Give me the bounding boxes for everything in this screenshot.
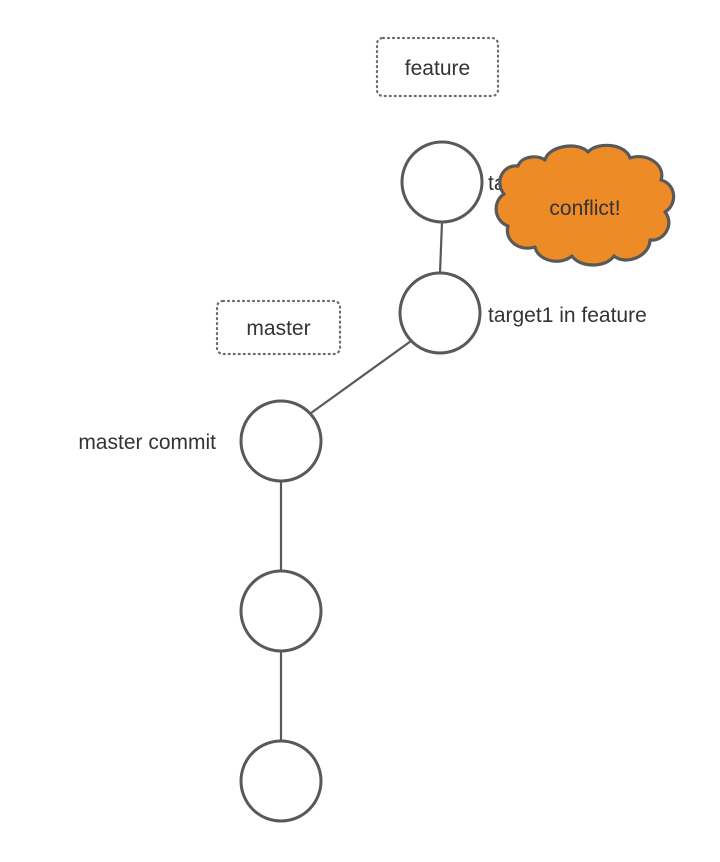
- commit-node-master-2[interactable]: [239, 569, 323, 653]
- edge-target2-to-target1: [438, 221, 444, 274]
- conflict-cloud[interactable]: conflict!: [494, 143, 676, 267]
- edge-target1-to-master-head: [310, 340, 412, 414]
- branch-label-feature: feature: [405, 57, 470, 80]
- edge-group: [279, 221, 444, 741]
- cloud-shape-path: [494, 143, 676, 267]
- branch-box-feature[interactable]: [375, 36, 500, 98]
- branch-box-master[interactable]: [215, 299, 342, 356]
- commit-node-feature-target1[interactable]: [398, 271, 482, 355]
- commit-node-master-head[interactable]: [239, 399, 323, 483]
- commit-node-group: [239, 140, 484, 823]
- branch-label-master: master: [246, 317, 310, 340]
- commit-label-target1: target1 in feature: [488, 304, 647, 327]
- branch-box-group: feature master: [215, 36, 500, 356]
- commit-node-feature-target2[interactable]: [400, 140, 484, 224]
- commit-label-master-commit: master commit: [78, 431, 216, 454]
- cloud-label-conflict: conflict!: [549, 197, 620, 220]
- commit-node-master-3[interactable]: [239, 739, 323, 823]
